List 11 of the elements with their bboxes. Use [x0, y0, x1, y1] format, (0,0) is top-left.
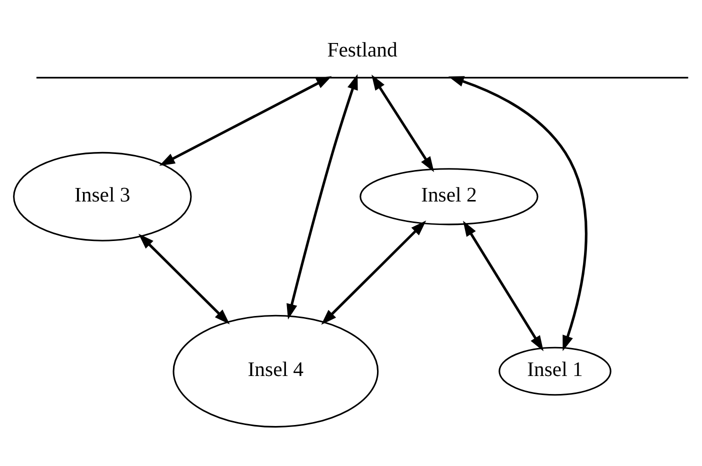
node-ellipse: Insel 1: [498, 346, 612, 396]
arrow: [159, 76, 332, 166]
arrow: [372, 74, 434, 172]
arrow: [286, 74, 358, 319]
node-ellipse: Insel 2: [360, 168, 538, 225]
arrow: [138, 233, 230, 324]
node-ellipse: Insel 4: [172, 314, 379, 428]
arrow: [448, 76, 588, 351]
arrow: [321, 220, 426, 324]
arrow: [463, 220, 544, 351]
node-text: Festland: [327, 39, 398, 62]
